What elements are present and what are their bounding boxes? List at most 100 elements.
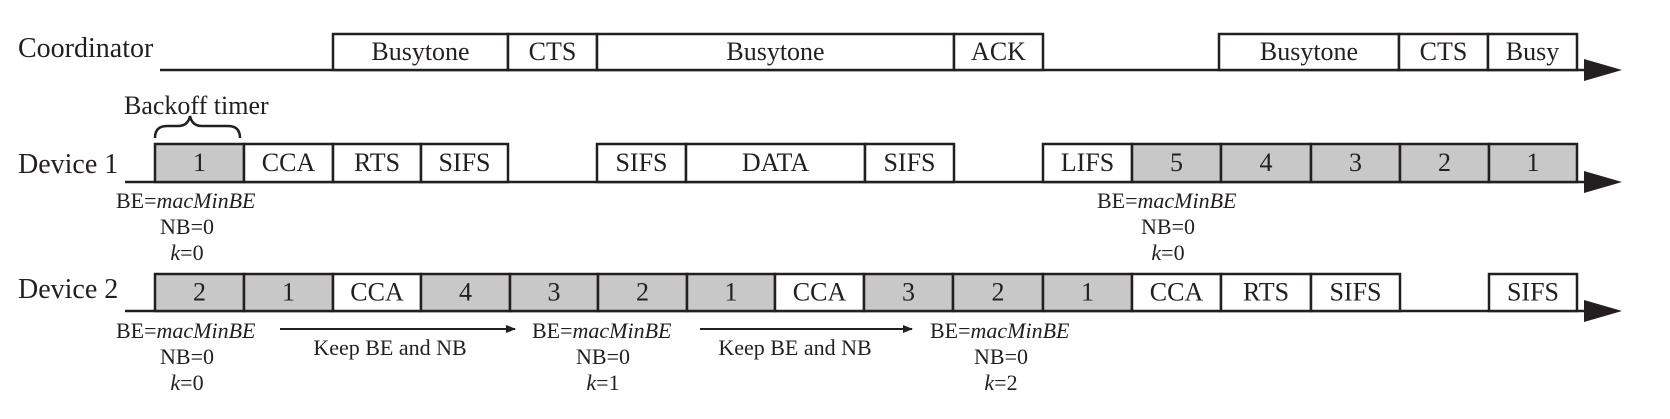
slot-label: CCA bbox=[793, 278, 847, 307]
coordinator-slot-cts: CTS bbox=[506, 32, 599, 72]
slot-box bbox=[242, 142, 335, 184]
k-text: k=2 bbox=[984, 370, 1017, 395]
device2-label: Device 2 bbox=[18, 274, 118, 305]
be-text: BE=macMinBE bbox=[116, 188, 256, 213]
coordinator-slot-ack: ACK bbox=[952, 32, 1045, 72]
slot-label: SIFS bbox=[438, 148, 490, 177]
device1-slot-1: 1 bbox=[1487, 142, 1579, 184]
slot-label: 3 bbox=[902, 278, 915, 307]
device2-annotation-2: BE=macMinBE NB=0 k=1 bbox=[532, 318, 672, 395]
device2-annotation-1: BE=macMinBE NB=0 k=0 bbox=[116, 318, 256, 395]
slot-label: RTS bbox=[354, 148, 400, 177]
coordinator-slot-busytone: Busytone bbox=[595, 32, 956, 72]
slot-label: 4 bbox=[1260, 148, 1273, 177]
slot-box bbox=[952, 32, 1045, 72]
device2-slot-4: 4 bbox=[419, 272, 512, 313]
device1-slot-lifs: LIFS bbox=[1041, 142, 1134, 184]
coordinator-slot-busytone: Busytone bbox=[331, 32, 510, 72]
slot-box bbox=[1219, 142, 1313, 184]
keep-be-nb-arrow-2: Keep BE and NB bbox=[700, 325, 913, 360]
slot-box bbox=[1041, 272, 1134, 313]
nb-text: NB=0 bbox=[1141, 214, 1195, 239]
slot-label: 1 bbox=[282, 278, 295, 307]
slot-box bbox=[331, 142, 423, 184]
slot-label: 2 bbox=[193, 278, 206, 307]
slot-label: SIFS bbox=[883, 148, 935, 177]
coordinator-slot-busytone: Busytone bbox=[1217, 32, 1401, 72]
be-text: BE=macMinBE bbox=[532, 318, 672, 343]
k-text: k=0 bbox=[170, 370, 203, 395]
slot-label: 3 bbox=[1349, 148, 1362, 177]
device1-slot-sifs: SIFS bbox=[419, 142, 510, 184]
device1-annotation-2: BE=macMinBE NB=0 k=0 bbox=[1097, 188, 1237, 265]
device2-arrowhead bbox=[1584, 300, 1622, 322]
slot-label: DATA bbox=[742, 148, 809, 177]
slot-box bbox=[1217, 32, 1401, 72]
nb-text: NB=0 bbox=[160, 214, 214, 239]
device2-slot-sifs: SIFS bbox=[1309, 272, 1402, 313]
device1-slot-sifs: SIFS bbox=[595, 142, 688, 184]
device1-slot-cca: CCA bbox=[242, 142, 335, 184]
k-text: k=0 bbox=[170, 240, 203, 265]
slot-label: 1 bbox=[725, 278, 738, 307]
slot-box bbox=[862, 272, 955, 313]
keep-be-nb-label: Keep BE and NB bbox=[313, 335, 466, 360]
slot-box bbox=[684, 142, 867, 184]
slot-box bbox=[331, 272, 423, 313]
slot-label: SIFS bbox=[615, 148, 667, 177]
slot-box bbox=[1309, 272, 1402, 313]
device1-label: Device 1 bbox=[18, 149, 118, 180]
slot-box bbox=[773, 272, 866, 313]
k-text: k=1 bbox=[586, 370, 619, 395]
slot-label: CCA bbox=[262, 148, 316, 177]
device2-slot-1: 1 bbox=[1041, 272, 1134, 313]
device2-slot-cca: CCA bbox=[1130, 272, 1223, 313]
slot-box bbox=[596, 272, 689, 313]
device2-slot-3: 3 bbox=[862, 272, 955, 313]
device2-slot-cca: CCA bbox=[331, 272, 423, 313]
device2-annotation-3: BE=macMinBE NB=0 k=2 bbox=[930, 318, 1070, 395]
device1-slot-2: 2 bbox=[1398, 142, 1491, 184]
slot-label: 2 bbox=[992, 278, 1005, 307]
device2-slot-3: 3 bbox=[508, 272, 600, 313]
slot-box bbox=[153, 142, 246, 184]
slot-label: Busytone bbox=[726, 37, 824, 66]
slot-label: 2 bbox=[636, 278, 649, 307]
coordinator-slot-busy: Busy bbox=[1486, 32, 1579, 72]
slot-label: Busytone bbox=[371, 37, 469, 66]
slot-box bbox=[863, 142, 956, 184]
device2-slot-rts: RTS bbox=[1219, 272, 1313, 313]
keep-be-nb-label: Keep BE and NB bbox=[718, 335, 871, 360]
slot-label: SIFS bbox=[1329, 278, 1381, 307]
slot-box bbox=[951, 272, 1045, 313]
slot-label: 2 bbox=[1438, 148, 1451, 177]
slot-label: CTS bbox=[529, 37, 577, 66]
slot-label: ACK bbox=[971, 37, 1026, 66]
device1-slot-rts: RTS bbox=[331, 142, 423, 184]
slot-label: 5 bbox=[1170, 148, 1183, 177]
device2-slot-cca: CCA bbox=[773, 272, 866, 313]
device1-slot-1: 1 bbox=[153, 142, 246, 184]
slot-box bbox=[595, 142, 688, 184]
device1-arrowhead bbox=[1584, 171, 1622, 193]
slot-box bbox=[419, 142, 510, 184]
coordinator-label: Coordinator bbox=[18, 33, 154, 64]
slot-label: 1 bbox=[1081, 278, 1094, 307]
slot-label: SIFS bbox=[1507, 278, 1559, 307]
device1-slot-3: 3 bbox=[1309, 142, 1402, 184]
device2-slot-1: 1 bbox=[242, 272, 335, 313]
backoff-timer-label: Backoff timer bbox=[124, 91, 269, 120]
slot-label: CCA bbox=[350, 278, 404, 307]
nb-text: NB=0 bbox=[974, 344, 1028, 369]
slot-box bbox=[1219, 272, 1313, 313]
nb-text: NB=0 bbox=[576, 344, 630, 369]
keep-be-nb-arrow-1: Keep BE and NB bbox=[280, 325, 516, 360]
slot-label: 3 bbox=[548, 278, 561, 307]
backoff-brace bbox=[153, 115, 242, 139]
device1-slot-sifs: SIFS bbox=[863, 142, 956, 184]
device2-slot-sifs: SIFS bbox=[1487, 272, 1579, 313]
